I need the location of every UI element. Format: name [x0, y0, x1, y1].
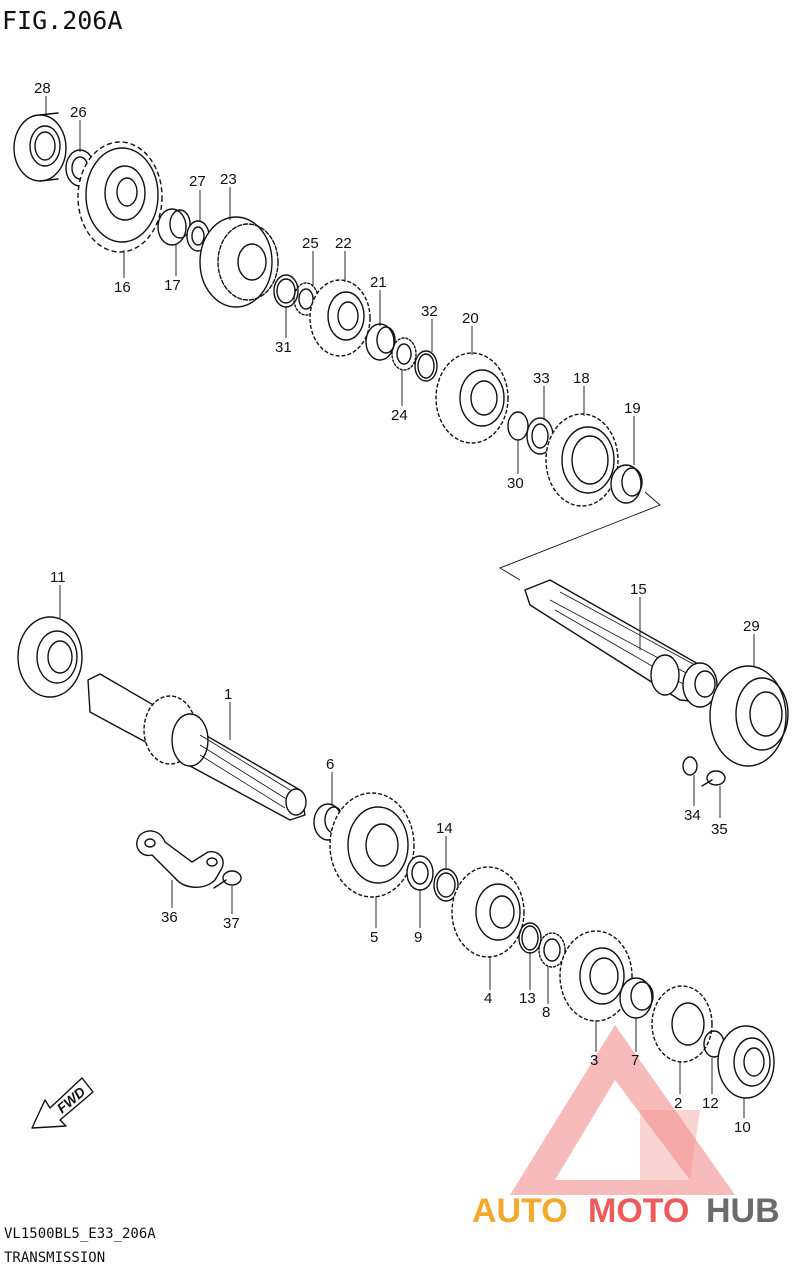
- callout-34: 34: [684, 807, 701, 824]
- gear-20: [435, 352, 509, 444]
- washer-24: [391, 337, 417, 371]
- callout-32: 32: [421, 303, 438, 320]
- gear-16: [77, 141, 163, 253]
- shaft-15: [524, 579, 718, 708]
- washer-8: [538, 932, 566, 968]
- fwd-marker: FWD: [31, 1077, 94, 1129]
- bearing-11: [17, 616, 83, 698]
- bearing-21: [365, 323, 396, 361]
- gear-2: [651, 985, 713, 1063]
- gear-22: [309, 279, 371, 357]
- callout-36: 36: [161, 909, 178, 926]
- callout-19: 19: [624, 400, 641, 417]
- callout-35: 35: [711, 821, 728, 838]
- section-name: TRANSMISSION: [4, 1250, 105, 1266]
- bearing-7: [619, 977, 654, 1019]
- gear-5: [329, 792, 415, 898]
- main-shaft-1: [87, 673, 307, 821]
- callout-26: 26: [70, 104, 87, 121]
- callout-6: 6: [326, 756, 334, 773]
- screw-35: [701, 770, 726, 787]
- callout-22: 22: [335, 235, 352, 252]
- callout-3: 3: [590, 1052, 598, 1069]
- callout-16: 16: [114, 279, 131, 296]
- callout-labels: 28 26 27 23 25 22 21 32 20 33 18 19 16 1…: [34, 80, 760, 1136]
- callout-5: 5: [370, 929, 378, 946]
- callout-20: 20: [462, 310, 479, 327]
- circlip-13: [518, 922, 542, 954]
- callout-18: 18: [573, 370, 590, 387]
- leader-lines: [45, 96, 755, 1118]
- callout-23: 23: [220, 171, 237, 188]
- callout-24: 24: [391, 407, 408, 424]
- screw-37: [213, 870, 242, 889]
- watermark-hub: HUB: [706, 1192, 780, 1230]
- callout-12: 12: [702, 1095, 719, 1112]
- bearing-28: [13, 112, 67, 182]
- arrow-down-left-icon: [31, 1077, 94, 1129]
- circlip-32: [414, 350, 438, 382]
- callout-25: 25: [302, 235, 319, 252]
- callout-37: 37: [223, 915, 240, 932]
- callout-29: 29: [743, 618, 760, 635]
- callout-1: 1: [224, 686, 232, 703]
- callout-21: 21: [370, 274, 387, 291]
- model-code: VL1500BL5_E33_206A: [4, 1226, 156, 1242]
- bearing-10: [717, 1025, 775, 1099]
- watermark-text: AUTO MOTO HUB: [472, 1192, 780, 1230]
- callout-17: 17: [164, 277, 181, 294]
- watermark-logo: [510, 1025, 735, 1195]
- bracket-36: [136, 830, 224, 888]
- washer-9: [406, 855, 434, 891]
- callout-13: 13: [519, 990, 536, 1007]
- callout-28: 28: [34, 80, 51, 97]
- callout-33: 33: [533, 370, 550, 387]
- callout-7: 7: [631, 1052, 639, 1069]
- callout-15: 15: [630, 581, 647, 598]
- callout-14: 14: [436, 820, 453, 837]
- callout-27: 27: [189, 173, 206, 190]
- bushing-19: [610, 464, 643, 504]
- callout-4: 4: [484, 990, 492, 1007]
- figure-title: FIG.206A: [2, 6, 122, 35]
- pin-34: [682, 756, 698, 776]
- gear-23: [199, 216, 279, 308]
- gear-18: [545, 413, 619, 507]
- callout-10: 10: [734, 1119, 751, 1136]
- circlip-30: [507, 411, 529, 441]
- watermark-auto: AUTO: [472, 1192, 568, 1230]
- callout-9: 9: [414, 929, 422, 946]
- callout-30: 30: [507, 475, 524, 492]
- watermark-moto: MOTO: [588, 1192, 689, 1230]
- bearing-29: [709, 665, 789, 767]
- callout-8: 8: [542, 1004, 550, 1021]
- assembly-guide-line: [498, 491, 661, 581]
- bushing-17: [157, 208, 191, 246]
- callout-31: 31: [275, 339, 292, 356]
- callout-11: 11: [50, 569, 66, 586]
- callout-2: 2: [674, 1095, 682, 1112]
- gear-4: [451, 866, 525, 958]
